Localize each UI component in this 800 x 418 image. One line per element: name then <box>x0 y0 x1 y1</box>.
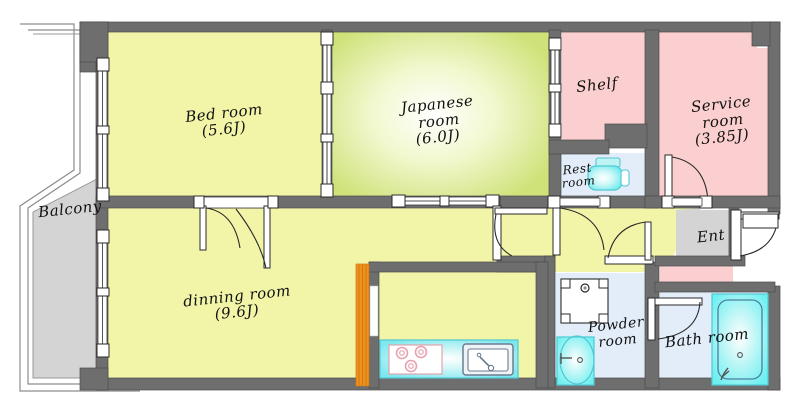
bed-room-floor <box>108 31 324 197</box>
kitchen-counter <box>379 339 519 379</box>
shoe-cabinet-fixture <box>742 213 779 229</box>
kitchen-sink-fixture <box>462 343 514 376</box>
service-room-door[interactable] <box>661 154 713 209</box>
ent-floor-wedge <box>676 208 700 262</box>
bedroom-japanese-sliding-door[interactable] <box>320 31 334 198</box>
powder-room-door[interactable] <box>604 221 654 265</box>
bathtub-fixture <box>711 293 769 386</box>
hall-dinning-door[interactable] <box>492 205 548 261</box>
japanese-shelf-sliding-door[interactable] <box>548 37 562 138</box>
shelf-floor <box>562 31 646 146</box>
washbasin-fixture <box>556 335 595 386</box>
japanese-room-floor <box>331 31 549 197</box>
washing-machine-fixture <box>560 278 609 324</box>
kitchen-partition[interactable] <box>355 263 379 387</box>
rest-room-door[interactable] <box>547 195 611 256</box>
service-room-floor <box>657 31 775 206</box>
gas-stove-fixture <box>388 344 443 375</box>
bath-room-door[interactable] <box>647 297 703 341</box>
japanese-dinning-sliding-door[interactable] <box>391 194 501 208</box>
balcony-railing <box>19 23 140 392</box>
toilet-fixture <box>587 157 630 191</box>
windows <box>96 57 110 358</box>
bedroom-dinning-double-door[interactable] <box>193 195 279 269</box>
